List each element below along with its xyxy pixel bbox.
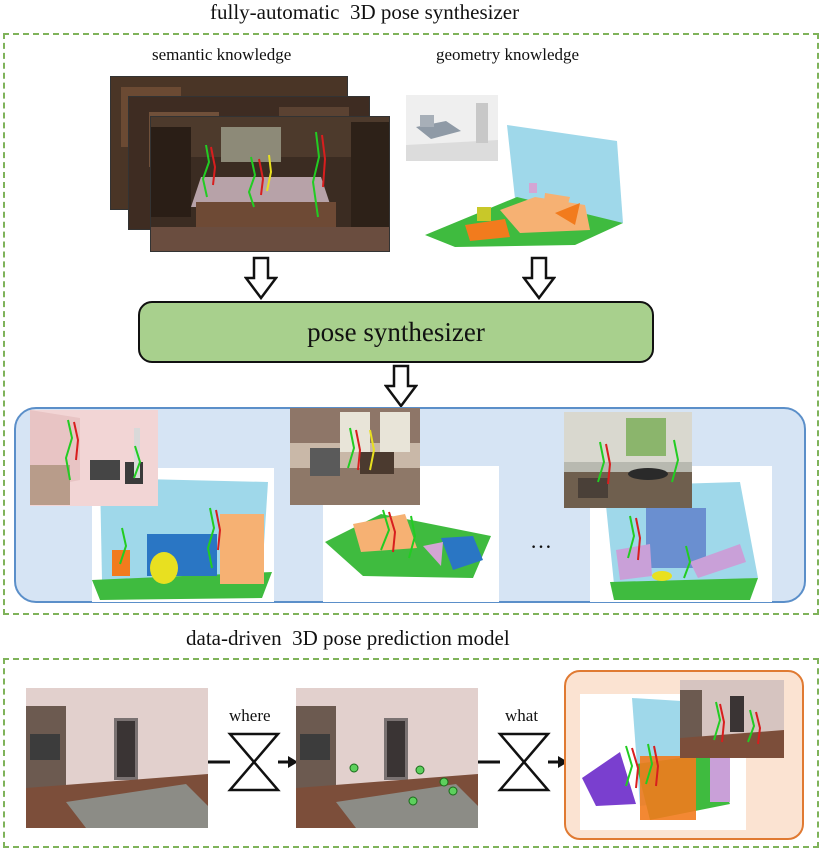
geometry-knowledge-label: geometry knowledge xyxy=(436,45,580,64)
result-photo-2 xyxy=(290,408,420,505)
down-arrow-synthesizer xyxy=(384,364,418,408)
where-label: where xyxy=(229,706,271,725)
down-arrow-geometry xyxy=(522,256,556,300)
where-network-icon xyxy=(208,730,298,794)
pose-synthesizer-label: pose synthesizer xyxy=(307,316,485,347)
what-label: what xyxy=(505,706,539,725)
bottom-title: data-driven 3D pose prediction model xyxy=(186,626,510,650)
geometry-3d-scene xyxy=(425,125,625,250)
result-photo-1 xyxy=(30,410,158,506)
what-network-icon xyxy=(478,730,568,794)
synthesizer-section-frame xyxy=(3,33,819,615)
location-scene-image xyxy=(296,688,478,828)
semantic-photo-front xyxy=(150,116,390,252)
more-results-ellipsis: … xyxy=(530,528,554,553)
input-scene-image xyxy=(26,688,208,828)
result-photo-3 xyxy=(564,412,692,508)
down-arrow-semantic xyxy=(244,256,278,300)
top-title: fully-automatic 3D pose synthesizer xyxy=(210,0,520,24)
geometry-room-thumbnail xyxy=(406,95,498,161)
predicted-pose-photo xyxy=(680,680,784,758)
prediction-section-frame xyxy=(3,658,819,848)
semantic-knowledge-label: semantic knowledge xyxy=(152,45,292,64)
pose-synthesizer-box: pose synthesizer xyxy=(138,301,654,363)
